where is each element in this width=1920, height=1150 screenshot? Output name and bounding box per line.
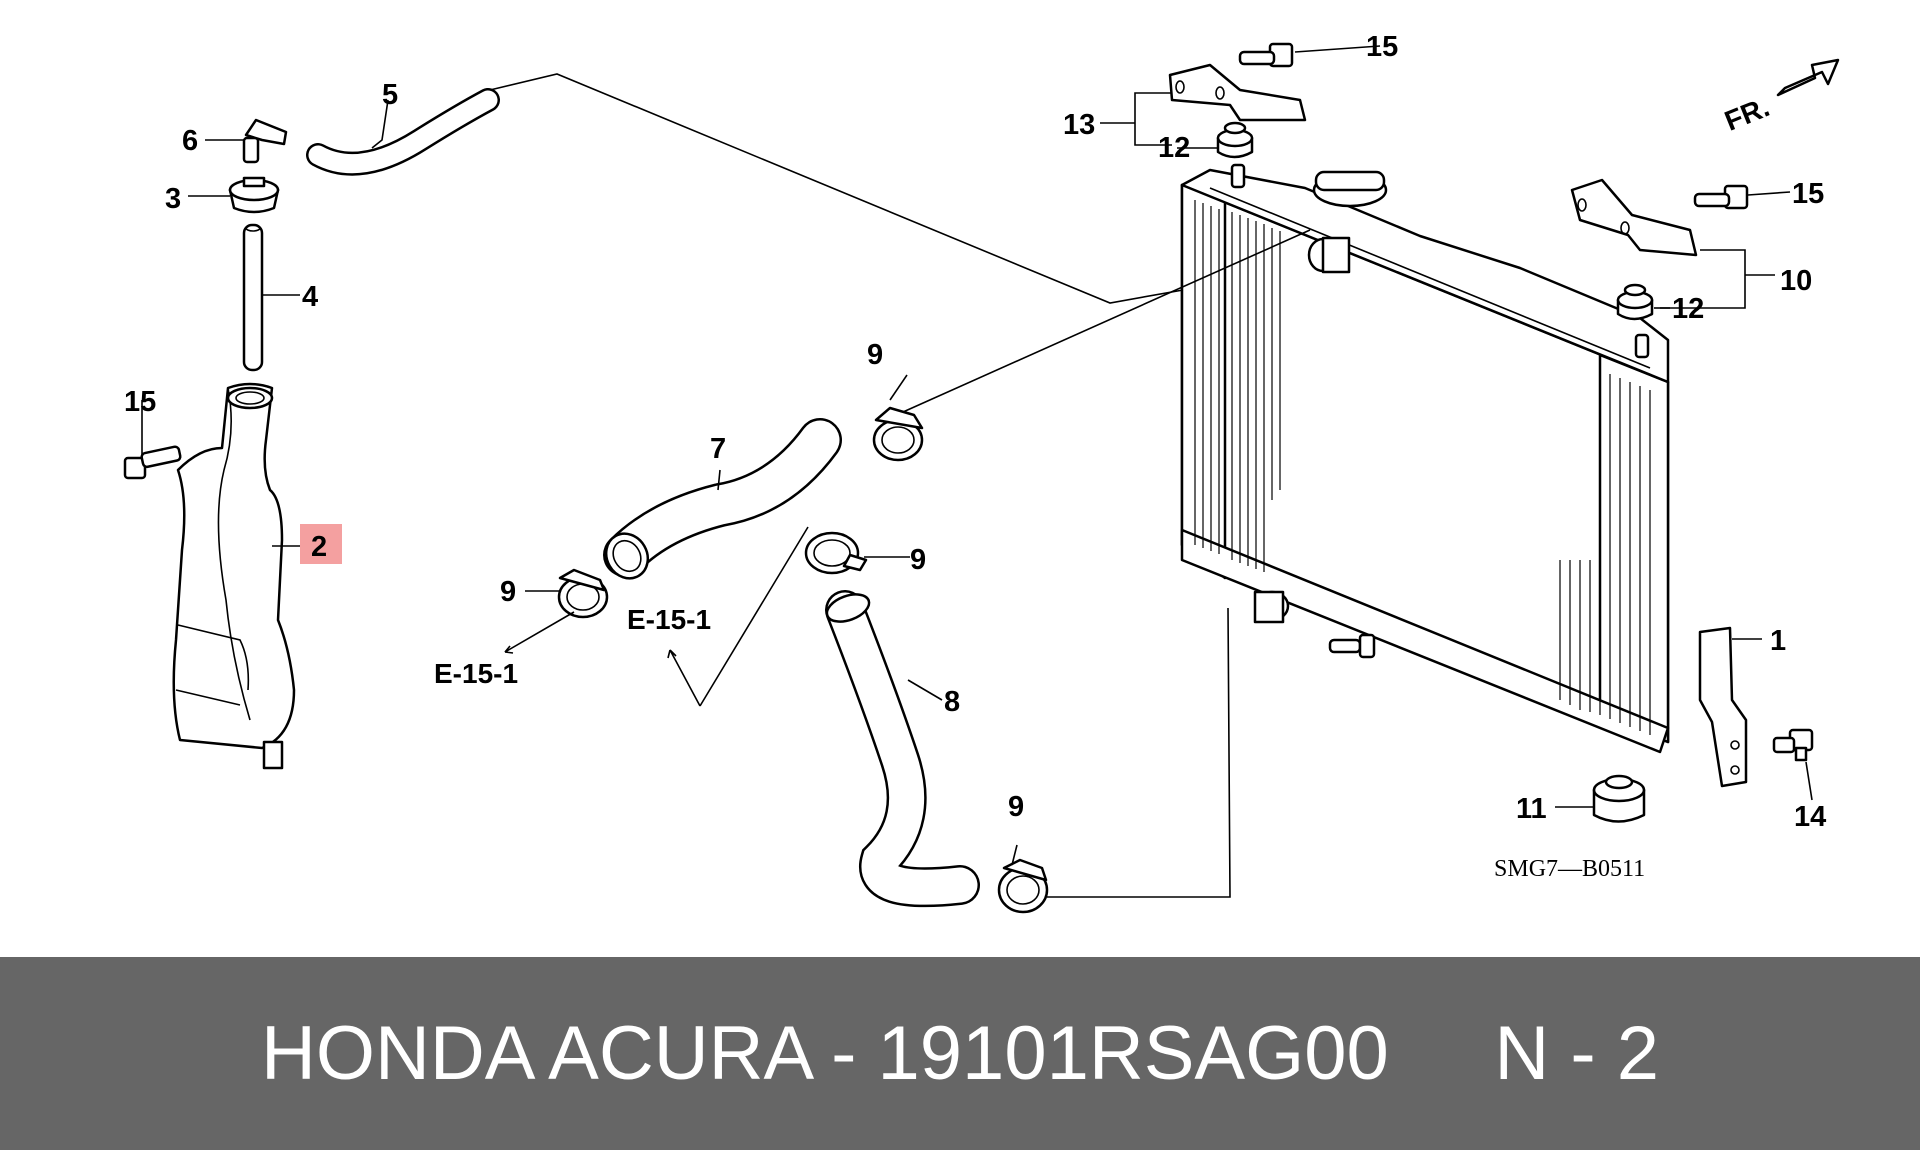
callout-8: 8 [944, 686, 960, 718]
footer-bar: HONDA ACURA - 19101RSAG00 N - 2 [0, 957, 1920, 1150]
callout-15-right: 15 [1792, 178, 1824, 210]
hose-clamp-lower [997, 858, 1049, 914]
front-direction-arrow: FR. [1720, 58, 1840, 137]
bolt-14 [1772, 728, 1814, 762]
ref-e-15-1-right: E-15-1 [627, 604, 711, 635]
callout-6: 6 [182, 125, 198, 157]
upper-cushion-left [1216, 121, 1254, 159]
callout-5: 5 [382, 79, 398, 111]
callout-11: 11 [1516, 793, 1547, 825]
part-number-caption: HONDA ACURA - 19101RSAG00 N - 2 [260, 1011, 1660, 1096]
callout-13: 13 [1063, 109, 1095, 141]
lower-bracket [1698, 626, 1748, 788]
breather-tube [242, 223, 264, 372]
upper-bracket-right [1570, 178, 1698, 257]
callout-1: 1 [1770, 625, 1786, 657]
bolt-left [123, 445, 182, 480]
radiator [1180, 163, 1670, 754]
hose-clamp-upper [872, 406, 924, 462]
callout-9-left: 9 [500, 576, 516, 608]
drawing-code: SMG7—B0511 [1494, 856, 1645, 882]
hose-clamp-left [557, 568, 609, 619]
upper-hose [603, 418, 842, 580]
lower-cushion [1592, 774, 1646, 823]
callout-15-left: 15 [124, 386, 156, 418]
hose-clamp-middle [804, 531, 868, 575]
bolt-upper-2 [1693, 184, 1749, 210]
callout-12-right: 12 [1672, 293, 1704, 325]
highlight-box [300, 524, 342, 564]
upper-bracket-left [1168, 63, 1307, 122]
overflow-hose [306, 88, 500, 176]
upper-cushion-right [1616, 283, 1654, 321]
callout-9-lower: 9 [1008, 791, 1024, 823]
callout-14: 14 [1794, 801, 1826, 833]
callout-12-upper: 12 [1158, 132, 1190, 164]
callout-15-upper: 15 [1366, 31, 1398, 63]
callout-10: 10 [1780, 265, 1812, 297]
callouts: 5 6 3 4 15 2 9 7 9 9 8 9 13 12 15 15 10 … [124, 31, 1826, 833]
elbow-fitting [242, 118, 288, 164]
callout-3: 3 [165, 183, 181, 215]
leader-lines [141, 45, 1813, 898]
callout-7: 7 [710, 433, 726, 465]
callout-2-highlighted: 2 [311, 531, 327, 563]
parts-diagram: FR. 5 6 3 4 15 [123, 31, 1840, 914]
callout-9-middle: 9 [910, 544, 926, 576]
callout-4: 4 [302, 281, 318, 313]
bolt-upper-1 [1238, 42, 1294, 68]
callout-9-upper: 9 [867, 339, 883, 371]
reservoir-cap [228, 176, 280, 214]
reservoir-tank [172, 382, 296, 770]
lower-hose [825, 590, 980, 908]
ref-e-15-1-left: E-15-1 [434, 658, 518, 689]
fr-label: FR. [1720, 91, 1773, 137]
